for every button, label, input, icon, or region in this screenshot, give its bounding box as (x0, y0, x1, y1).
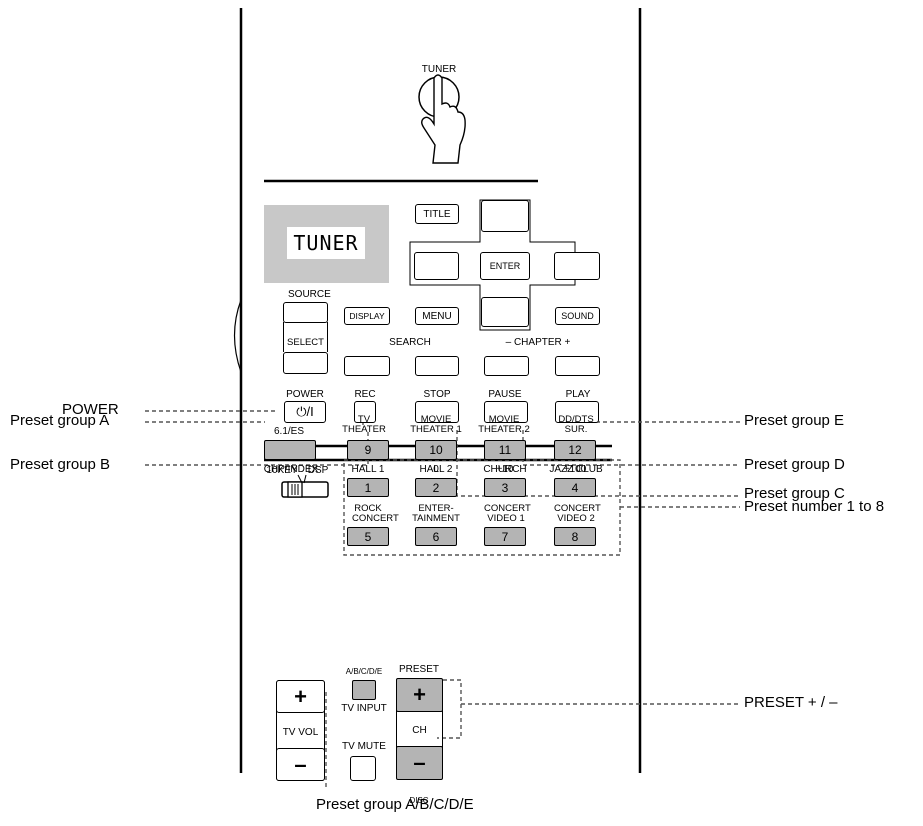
search-back-button[interactable] (344, 356, 390, 376)
remote-side-bulge (233, 299, 242, 373)
callout-group-b: Preset group B (10, 456, 111, 473)
preset-11-button[interactable]: 11 (484, 440, 526, 460)
tv-vol-up-button[interactable]: + (276, 680, 325, 713)
right-button[interactable] (554, 252, 600, 280)
preset-2-button[interactable]: 2 (415, 478, 457, 497)
dts-sur-label: DD/DTS SUR. (558, 414, 594, 435)
preset-7-button[interactable]: 7 (484, 527, 526, 546)
stop-button[interactable] (415, 401, 459, 423)
power-label: POWER (286, 389, 324, 400)
pointing-hand-icon (421, 74, 466, 164)
chp-index-label: CHP/INDEX (263, 464, 319, 475)
callout-group-d: Preset group D (744, 456, 845, 473)
lcd-display: TUNER (264, 205, 389, 283)
chapter-next-button[interactable] (555, 356, 600, 376)
preset-6-button[interactable]: 6 (415, 527, 457, 546)
power-icon: ⏻/I (296, 404, 314, 419)
select-label: SELECT (287, 337, 324, 348)
pause-button[interactable] (484, 401, 528, 423)
callout-preset-pm: PRESET + / – (744, 694, 838, 711)
callout-group-abcde: Preset group A/B/C/D/E (316, 796, 474, 813)
ch-label: CH (412, 725, 427, 736)
callout-group-e: Preset group E (744, 412, 845, 429)
preset-label: PRESET (398, 664, 439, 675)
callout-preset-number: Preset number 1 to 8 (744, 498, 885, 515)
leader-group-c (456, 430, 740, 497)
source-up-button[interactable] (283, 302, 328, 323)
preset-12-button[interactable]: 12 (554, 440, 596, 460)
chapter-prev-button[interactable] (484, 356, 529, 376)
tv-input-label: TV INPUT (341, 703, 387, 714)
display-button[interactable]: DISPLAY (344, 307, 390, 325)
preset-1-button[interactable]: 1 (347, 478, 389, 497)
tv-vol-label: TV VOL (282, 727, 319, 738)
menu-button[interactable]: MENU (415, 307, 459, 325)
power-button[interactable]: ⏻/I (284, 401, 326, 423)
plus100-label: +100 (563, 464, 587, 475)
abcde-button[interactable] (352, 680, 376, 700)
chapter-label: – CHAPTER + (505, 337, 571, 348)
switch-dsp-label: DSP (307, 465, 329, 476)
movie-theater-2-label: MOVIE THEATER 2 (478, 414, 530, 435)
es-button[interactable] (264, 440, 316, 460)
source-down-button[interactable] (283, 352, 328, 374)
leader-preset-bracket (437, 679, 462, 739)
tuner-label: TUNER (421, 64, 457, 75)
preset-1-name: HALL 1 (351, 464, 385, 475)
preset-5-name: ROCK CONCERT (352, 503, 399, 524)
up-button[interactable] (481, 200, 529, 232)
zero-label: 0 (433, 464, 439, 475)
preset-4-button[interactable]: 4 (554, 478, 596, 497)
title-button[interactable]: TITLE (415, 204, 459, 224)
rec-button[interactable] (354, 401, 376, 423)
tv-theater-label: TV THEATER (342, 414, 386, 435)
source-label: SOURCE (288, 289, 331, 300)
play-label: PLAY (565, 389, 591, 400)
pause-label: PAUSE (488, 389, 522, 400)
callout-group-a: Preset group A (10, 412, 110, 429)
tv-vol-down-button[interactable]: – (276, 748, 325, 781)
tv-mute-label: TV MUTE (342, 741, 386, 752)
preset-7-name: CONCERT VIDEO 1 (484, 503, 531, 524)
enter-button[interactable]: ENTER (480, 252, 530, 280)
plus10-label: +10 (496, 464, 514, 475)
tv-mute-button[interactable] (350, 756, 376, 781)
preset-up-button[interactable]: + (396, 678, 443, 712)
preset-8-name: CONCERT VIDEO 2 (554, 503, 601, 524)
leader-group-d (522, 430, 740, 466)
down-button[interactable] (481, 297, 529, 327)
rec-label: REC (354, 389, 376, 400)
stop-label: STOP (423, 389, 451, 400)
abcde-label: A/B/C/D/E (345, 667, 383, 676)
callout-power: POWER (62, 401, 119, 418)
preset-9-button[interactable]: 9 (347, 440, 389, 460)
es-label: 6.1/ES (273, 426, 305, 437)
preset-3-name: CHURCH (483, 464, 527, 475)
search-label: SEARCH (389, 337, 431, 348)
preset-down-button[interactable]: – (396, 746, 443, 780)
preset-4-name: JAZZ CLUB (549, 464, 603, 475)
movie-theater-1-label: MOVIE THEATER 1 (410, 414, 462, 435)
preset-2-name: HALL 2 (419, 464, 453, 475)
search-forward-button[interactable] (415, 356, 459, 376)
sound-button[interactable]: SOUND (555, 307, 600, 325)
preset-5-button[interactable]: 5 (347, 527, 389, 546)
left-button[interactable] (414, 252, 459, 280)
play-button[interactable] (555, 401, 599, 423)
preset-10-button[interactable]: 10 (415, 440, 457, 460)
preset-3-button[interactable]: 3 (484, 478, 526, 497)
switch-10key-label: 10KEY (266, 465, 298, 476)
preset-6-name: ENTER- TAINMENT (412, 503, 460, 524)
lcd-text: TUNER (287, 227, 365, 259)
preset-8-button[interactable]: 8 (554, 527, 596, 546)
disc-label: DISC (409, 796, 429, 805)
callout-group-c: Preset group C (744, 485, 845, 502)
